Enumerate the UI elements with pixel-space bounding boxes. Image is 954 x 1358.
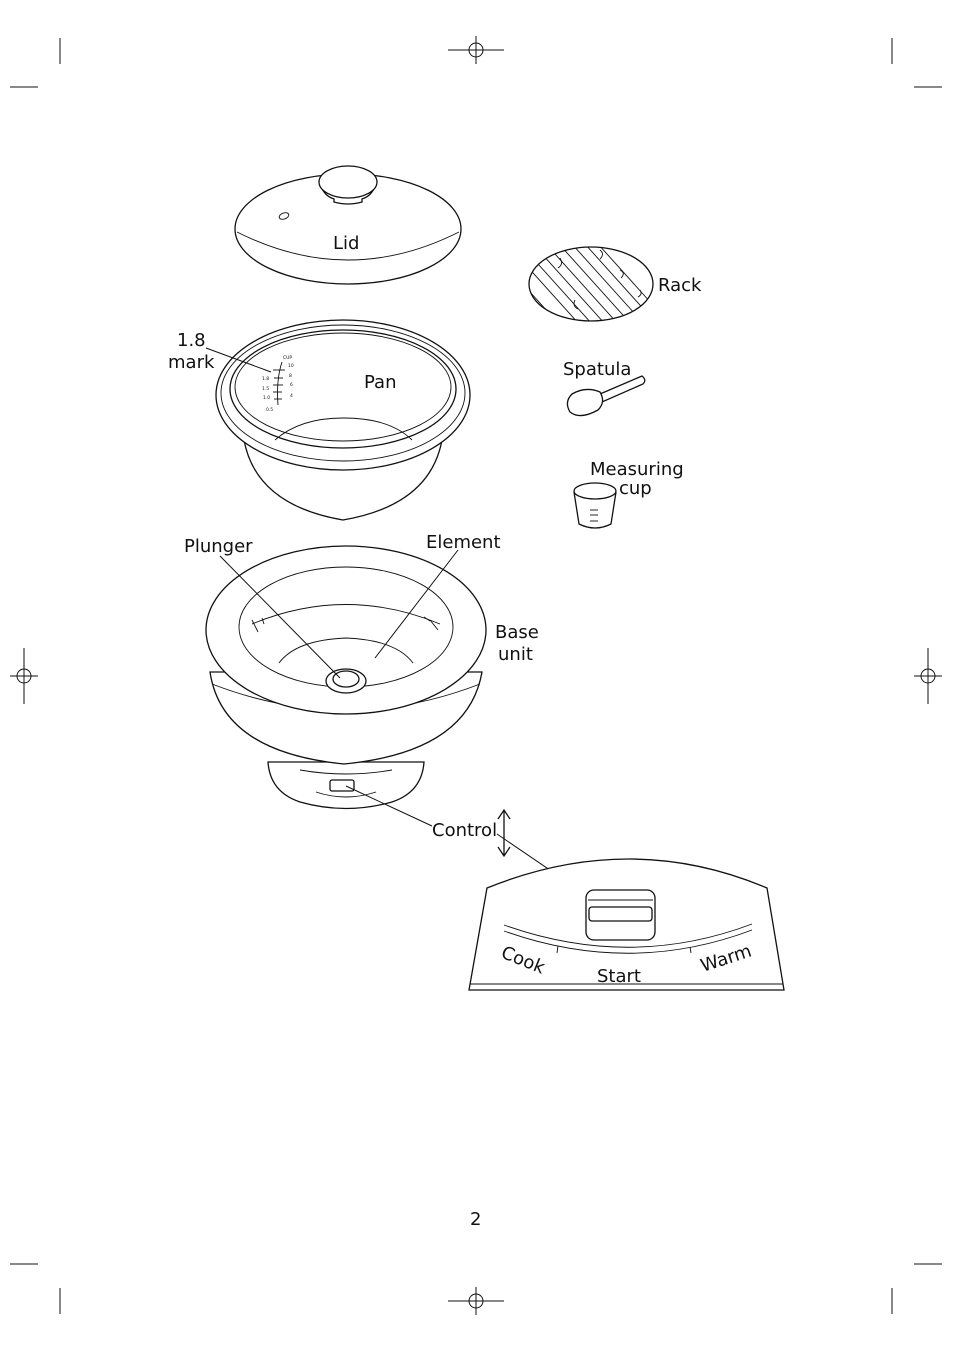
cup-scale-right-3: 6 [290, 382, 293, 388]
rack-label: Rack [658, 275, 702, 296]
cup-scale-left-2: 1.5 [262, 386, 269, 392]
plunger-label: Plunger [184, 536, 253, 557]
cup-scale-left-3: 1.0 [263, 395, 270, 401]
control-lever [585, 889, 656, 941]
base-unit-illustration: Plunger Element Base unit [184, 532, 539, 810]
mark-leader-line [205, 347, 272, 373]
spatula-label: Spatula [563, 359, 631, 380]
pan-cup-scale: CUP 1.8 1.5 1.0 0.5 10 8 6 4 [262, 355, 294, 413]
cup-scale-left-1: 1.8 [262, 376, 269, 382]
cup-scale-right-2: 8 [289, 373, 292, 379]
measuring-label-line2: cup [619, 478, 652, 499]
rack-illustration: Rack [528, 246, 702, 322]
control-panel-detail: Cook Start Warm [468, 858, 785, 991]
registration-mark-left [10, 648, 38, 704]
cup-scale-right-1: 10 [288, 363, 294, 369]
lid-label: Lid [333, 233, 359, 254]
registration-mark-right [914, 648, 942, 704]
control-label: Control [432, 820, 497, 841]
start-label: Start [597, 966, 641, 987]
mark-label-line1: 1.8 [177, 330, 206, 351]
registration-marks [10, 36, 942, 1315]
cup-scale-right-4: 4 [290, 393, 293, 399]
pan-label: Pan [364, 372, 396, 393]
cup-scale-left-4: 0.5 [266, 407, 273, 413]
page-number: 2 [470, 1209, 481, 1230]
measuring-cup-illustration: Measuring cup [573, 459, 684, 529]
mark-label-line2: mark [168, 352, 215, 373]
cup-scale-header: CUP [283, 355, 292, 361]
element-leader-line [374, 549, 459, 659]
plunger-leader-line [219, 555, 341, 679]
spatula-illustration: Spatula [563, 359, 646, 417]
base-label-line2: unit [498, 644, 533, 665]
base-label-line1: Base [495, 622, 539, 643]
control-leader-line-upper [345, 785, 433, 827]
up-down-arrow-icon [497, 808, 511, 858]
measuring-label-line1: Measuring [590, 459, 684, 480]
crop-marks [10, 38, 942, 1314]
lid-illustration: Lid [234, 165, 462, 285]
pan-illustration: CUP 1.8 1.5 1.0 0.5 10 8 6 4 Pan 1.8 mar… [168, 319, 471, 521]
registration-mark-bottom [448, 1287, 504, 1315]
registration-mark-top [448, 36, 504, 64]
element-label: Element [426, 532, 501, 553]
